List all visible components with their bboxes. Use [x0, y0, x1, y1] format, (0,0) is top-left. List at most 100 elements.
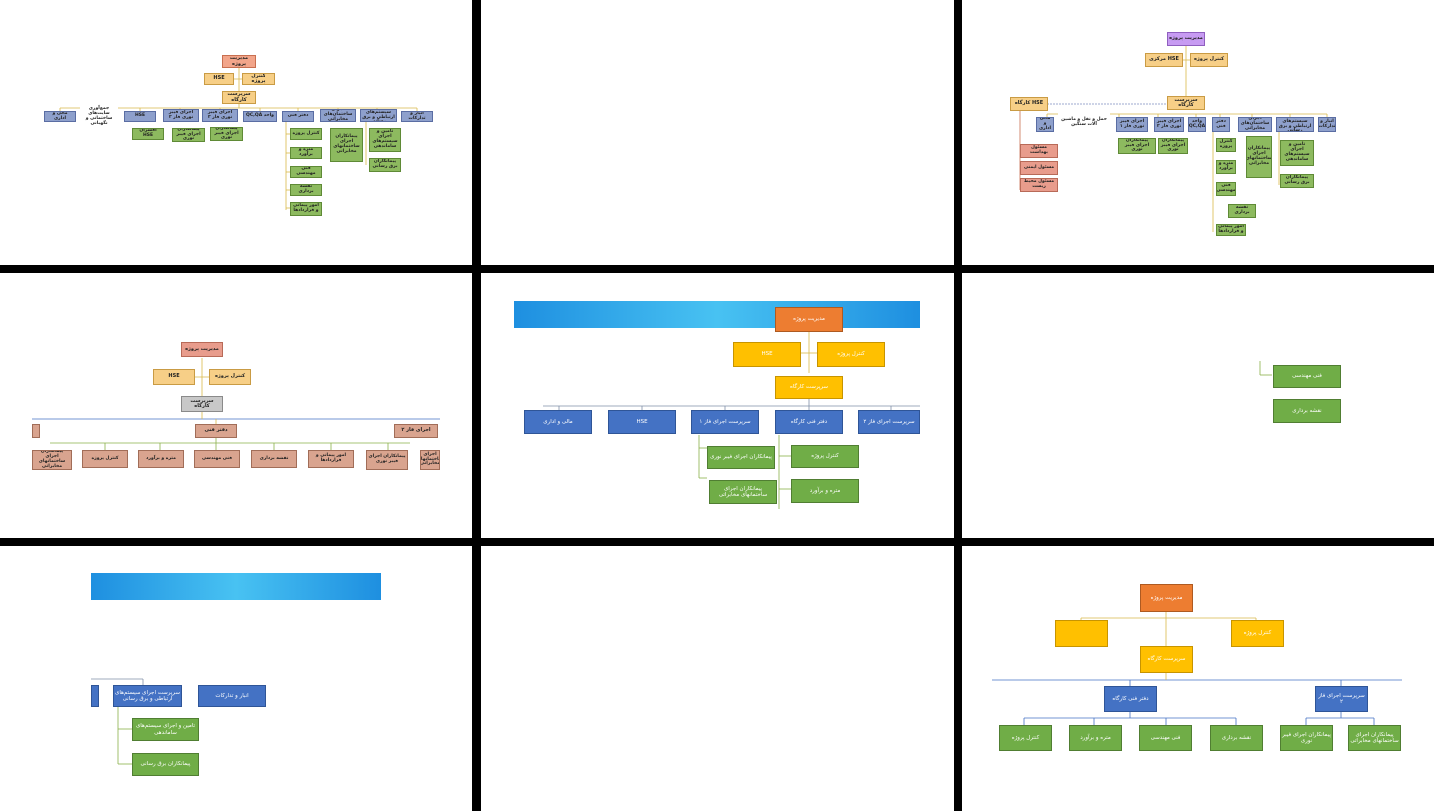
- org-node-tech-estimate: متره و برآورد: [290, 147, 322, 159]
- org-node-site-supervisor: سرپرست کارگاه: [775, 376, 843, 399]
- org-node-tech-estimate: متره و برآورد: [791, 479, 859, 503]
- slide-thumbnail-8[interactable]: [481, 546, 954, 811]
- org-node-power-contractors: پیمانکاران برق رسانی: [1280, 174, 1314, 188]
- org-node-tech-control: کنترل پروژه: [791, 445, 859, 468]
- org-node-site-supervisor: سرپرست کارگاه: [181, 396, 223, 412]
- org-node-project-control: کنترل پروژه: [1190, 53, 1228, 67]
- org-node-tech-office: دفتر فنی: [195, 424, 237, 438]
- org-node-tech-estimate: متره و برآورد: [138, 450, 184, 468]
- slide-thumbnail-6[interactable]: فنی مهندسی نقشه برداری: [962, 273, 1434, 538]
- org-chart-connectors: [992, 612, 1402, 725]
- org-node-fiber-phase2: اجرای فیبر نوری فاز ۲: [202, 109, 238, 122]
- org-node-fiber-phase2: اجرای فیبر نوری فاز ۲: [1154, 117, 1184, 132]
- org-node-project-control: کنترل پروژه: [1231, 620, 1284, 647]
- org-node-project-manager: مدیریت پروژه: [775, 307, 843, 332]
- org-node-tech-office: دفتر فنی: [1212, 117, 1230, 132]
- org-node-qcqa: واحد QC,QA: [243, 111, 277, 122]
- slide-thumbnail-7[interactable]: سرپرست اجرای سیستم‌های ارتباطی و برق رسا…: [0, 546, 472, 811]
- org-node-hse: [1055, 620, 1108, 647]
- org-node-phase2-supervisor: سرپرست اجرای فاز ۲: [858, 410, 920, 434]
- org-node-fiber-contractors: پیمانکاران اجرای فیبر نوری: [366, 450, 408, 470]
- org-node-site-hse: HSE کارگاه: [1010, 97, 1048, 111]
- org-node-finance: مالی و اداری: [44, 111, 76, 122]
- org-node-project-manager: مدیریت پروژه: [181, 342, 223, 357]
- org-node-power-contractors: پیمانکاران برق رسانی: [369, 158, 401, 172]
- org-node-system-supply: تامین و اجرای سیستم‌های ساماندهی: [1280, 140, 1314, 166]
- org-node-tech-control: کنترل پروژه: [999, 725, 1052, 751]
- org-node-tech-contracts: امور پیمانی و قراردادها: [290, 202, 322, 216]
- org-chart-connectors: [59, 68, 418, 210]
- title-banner: [514, 301, 920, 328]
- org-node-telecom-buildings: اجرای ساختمانهای مخابراتی: [420, 450, 440, 470]
- org-node-tech-estimate: متره و برآورد: [1069, 725, 1122, 751]
- org-node-fiber-contractors: پیمانکاران اجرای فیبر نوری: [1280, 725, 1333, 751]
- org-node-building-contractors: پیمانکاران اجرای ساختمانهای مخابراتی: [1246, 136, 1272, 178]
- org-chart-connectors: [32, 358, 440, 450]
- org-node-project-manager: مدیریت پروژه: [1167, 32, 1205, 46]
- org-node-comm-systems: اجرای سیستم‌های ارتباطی و برق رسانی: [360, 109, 397, 122]
- org-node-finance: مالی و اداری: [524, 410, 592, 434]
- org-node-tech-engineering: فنی مهندسی: [194, 450, 240, 468]
- slide-thumbnail-5[interactable]: مدیریت پروژه HSE کنترل پروژه سرپرست کارگ…: [481, 273, 954, 538]
- org-node-tech-contracts: امور پیمانی و قراردادها: [308, 450, 354, 468]
- org-node-central-hse: HSE مرکزی: [1145, 53, 1183, 67]
- org-node-fiber-phase1: اجرای فیبر نوری فاز ۱: [1116, 117, 1148, 132]
- org-node-tech-control: کنترل پروژه: [290, 128, 322, 140]
- org-node-site-tech-office: دفتر فنی کارگاه: [775, 410, 843, 434]
- slide-thumbnail-9[interactable]: مدیریت پروژه کنترل پروژه سرپرست کارگاه د…: [962, 546, 1434, 811]
- org-node-tech-survey: نقشه برداری: [290, 184, 322, 196]
- org-chart-connectors: [543, 332, 920, 509]
- org-node-phase1-supervisor: سرپرست اجرای فاز ۱: [691, 410, 759, 434]
- title-banner: [91, 573, 381, 600]
- org-node-fiber-contractors-2: پیمانکاران اجرای فیبر نوری: [210, 127, 243, 141]
- org-node-system-supply: تامین و اجرای سیستم‌های ساماندهی: [369, 128, 401, 152]
- org-node-safety-officer: مسئول ایمنی: [1020, 161, 1058, 175]
- org-node-fiber-contractors-1: پیمانکاران اجرای فیبر نوری: [172, 128, 205, 142]
- org-node-tech-control: کنترل پروژه: [82, 450, 128, 468]
- org-node-phase2: اجرای فاز ۲: [394, 424, 438, 438]
- org-node-phase2-supervisor: سرپرست اجرای فاز ۲: [1315, 686, 1368, 712]
- org-node-telecom-buildings: اجرای ساختمان‌های مخابراتی: [320, 109, 356, 122]
- org-node-site-collection: جمع‌آوری سایت‌های ساختمانی و نگهبانی: [80, 104, 118, 130]
- org-node-tech-engineering: فنی مهندسی: [1216, 182, 1236, 196]
- org-node-fiber-contractors-2: پیمانکاران اجرای فیبر نوری: [1158, 138, 1188, 154]
- org-node-building-contractors: پیمانکاران اجرای ساختمانهای مخابراتی: [1348, 725, 1401, 751]
- org-node-building-contractors: پیمانکاران اجرای ساختمانهای مخابراتی: [330, 128, 363, 162]
- org-node-heavy-transport: حمل و نقل و ماشین آلات سنگین: [1058, 112, 1110, 134]
- org-node-tech-engineering: فنی مهندسی: [290, 166, 322, 178]
- org-node-power-contractors: پیمانکاران برق رسانی: [132, 753, 199, 776]
- org-node-tech-survey: نقشه برداری: [1210, 725, 1263, 751]
- org-node-tech-contracts: امور پیمانی و قراردادها: [1216, 224, 1246, 236]
- org-node-site-tech-office: دفتر فنی کارگاه: [1104, 686, 1157, 712]
- slide-thumbnail-3[interactable]: مدیریت پروژه HSE مرکزی کنترل پروژه سرپرس…: [962, 0, 1434, 265]
- org-node-tech-survey: نقشه برداری: [1228, 204, 1256, 218]
- org-node-tech-engineering: فنی مهندسی: [1139, 725, 1192, 751]
- org-node-fiber-contractors-1: پیمانکاران اجرای فیبر نوری: [1118, 138, 1156, 154]
- org-node-telecom-buildings: اجرای ساختمان‌های مخابراتی: [1238, 117, 1272, 132]
- org-node-fiber-contractors: پیمانکاران اجرای فیبر نوری: [707, 446, 775, 469]
- org-node-finance: مالی و اداری: [1036, 117, 1054, 132]
- org-node-hse-dept: HSE: [608, 410, 676, 434]
- org-node-system-supply: تامین و اجرای سیستم‌های ساماندهی: [132, 718, 199, 741]
- org-node-comm-systems-supervisor: سرپرست اجرای سیستم‌های ارتباطی و برق رسا…: [113, 685, 182, 707]
- slide-thumbnail-2[interactable]: [481, 0, 954, 265]
- org-node-tech-survey: نقشه برداری: [251, 450, 297, 468]
- org-node-warehouse: انبار و تدارکات: [1318, 117, 1336, 132]
- slide-thumbnail-1[interactable]: مدیریت پروژه HSE کنترل پروژه سرپرست کارگ…: [0, 0, 472, 265]
- org-chart-connectors: [91, 678, 144, 765]
- org-node-project-manager: مدیریت پروژه: [1140, 584, 1193, 612]
- slide-thumbnail-4[interactable]: مدیریت پروژه HSE کنترل پروژه سرپرست کارگ…: [0, 273, 472, 538]
- org-node-building-contractors: پیمانکاران اجرای ساختمانهای مخابراتی: [709, 480, 777, 504]
- org-node-site-supervisor: سرپرست کارگاه: [1140, 646, 1193, 673]
- org-node-partial-left: [32, 424, 40, 438]
- org-node-site-supervisor: سرپرست کارگاه: [1167, 96, 1205, 110]
- org-node-hse: HSE: [204, 73, 234, 85]
- org-node-site-supervisor: سرپرست کارگاه: [222, 91, 256, 104]
- org-node-hse-officers: افسران HSE: [132, 128, 164, 140]
- org-node-partial-left: [91, 685, 99, 707]
- org-node-warehouse: انبار و تدارکات: [401, 111, 433, 122]
- org-node-tech-office: دفتر فنی: [282, 111, 314, 122]
- org-node-project-manager: مدیریت پروژه: [222, 55, 256, 68]
- org-node-tech-engineering: فنی مهندسی: [1273, 365, 1341, 388]
- org-node-project-control: کنترل پروژه: [817, 342, 885, 367]
